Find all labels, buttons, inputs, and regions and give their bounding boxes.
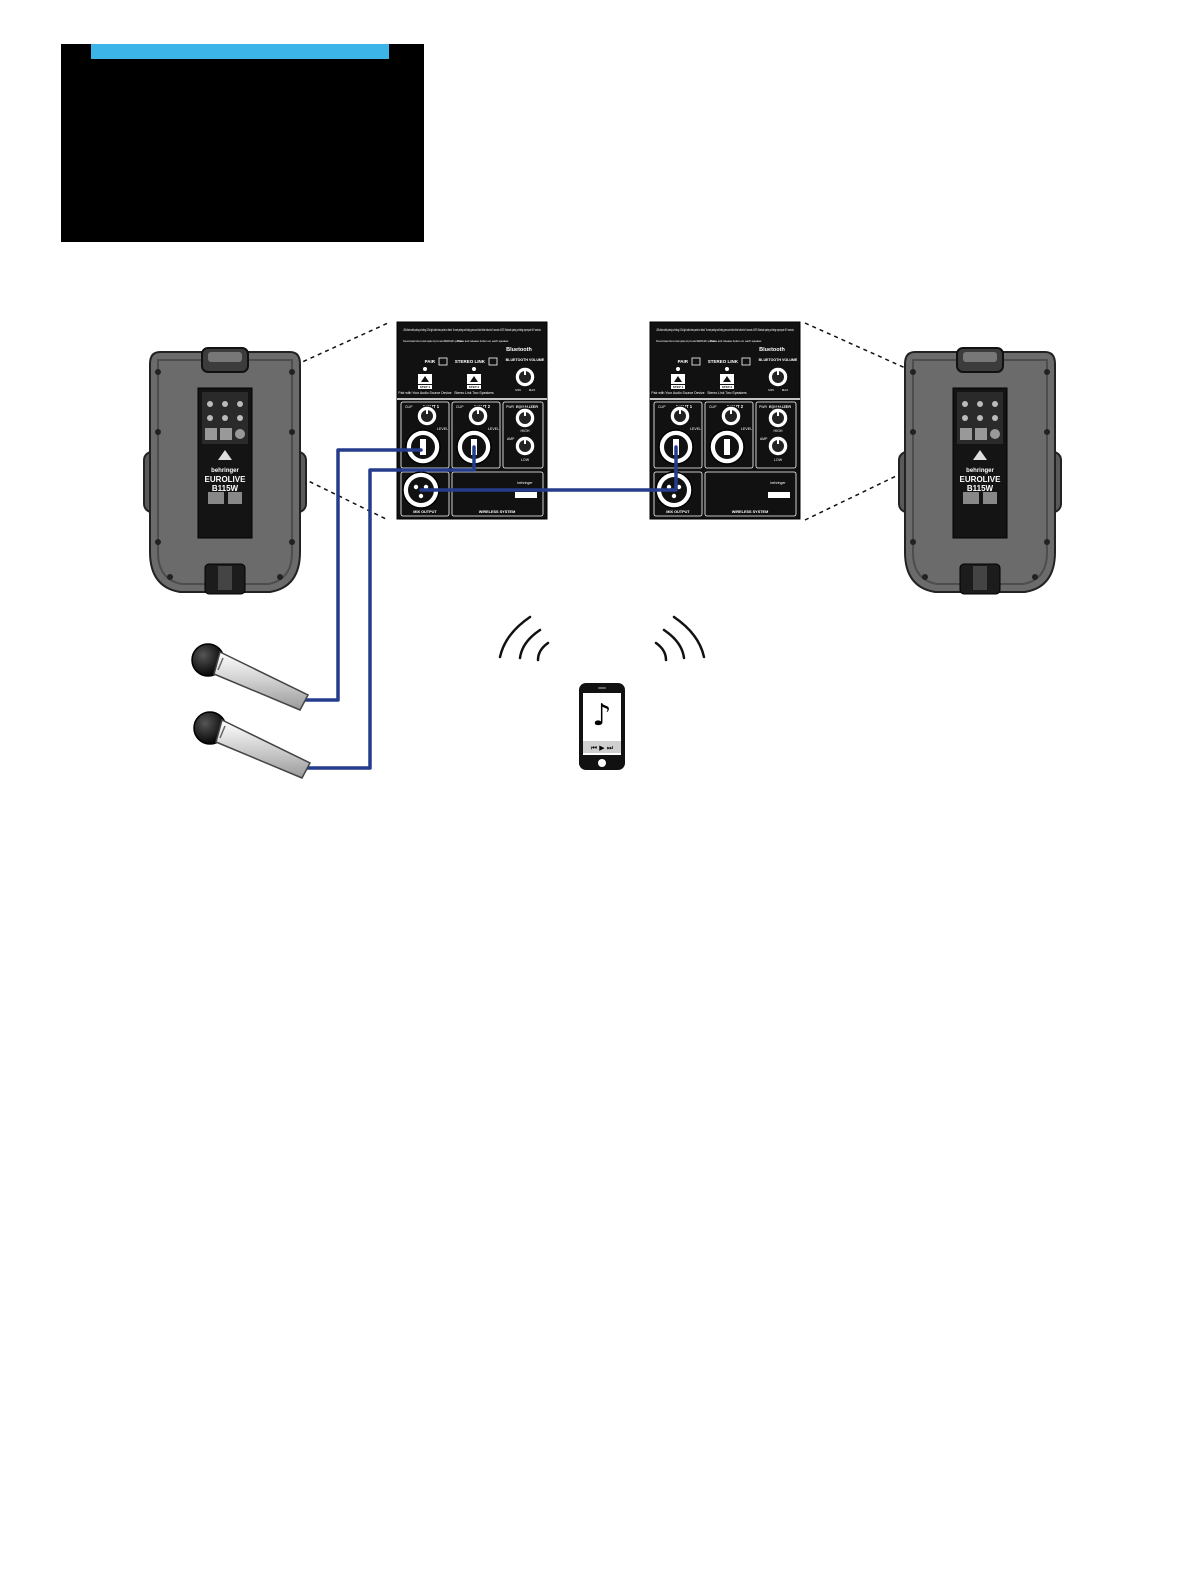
input2-level: LEVEL	[741, 427, 752, 431]
stereo-link-label: STEREO LINK	[455, 359, 486, 364]
input2-clip: CLIP	[709, 405, 717, 409]
panel-brand: behringer	[517, 481, 533, 485]
smartphone: ♪ ⏮ ▶ ⏭	[579, 683, 625, 770]
input1-clip: CLIP	[658, 405, 666, 409]
link-note: Stereo Link Two Speakers	[707, 391, 747, 395]
stereo-link-label: STEREO LINK	[708, 359, 739, 364]
cables	[288, 445, 678, 770]
pair-note: Pair with Your Audio Source Device	[398, 391, 451, 395]
wireless-system-label: WIRELESS SYSTEM	[479, 510, 516, 514]
step2-label: STEP 2	[469, 385, 480, 389]
pwr-label: PWR	[506, 405, 514, 409]
bluetooth-logo: Bluetooth	[506, 347, 532, 353]
speaker-right-model-line: EUROLIVE	[960, 475, 1002, 484]
wireless-waves-left	[498, 615, 550, 662]
microphone-2	[193, 711, 311, 779]
equalizer-label: EQUALIZER	[516, 405, 538, 409]
input1-level: LEVEL	[437, 427, 448, 431]
speaker-left-model: B115W	[212, 484, 239, 493]
bt-volume-label: BLUETOOTH VOLUME	[506, 358, 545, 362]
speaker-right-brand: behringer	[966, 468, 994, 474]
input2-level: LEVEL	[488, 427, 499, 431]
mix-output-label: MIX OUTPUT	[413, 510, 437, 514]
pair-help: Press and release button on master speak…	[403, 339, 463, 343]
home-button-icon	[598, 759, 606, 767]
eq-high: HIGH	[521, 429, 530, 433]
step2-label: STEP 2	[722, 385, 733, 389]
wireless-system-label: WIRELESS SYSTEM	[732, 510, 769, 514]
pair-label: PAIR	[425, 359, 436, 364]
link-note: Stereo Link Two Speakers	[454, 391, 494, 395]
step1-label: STEP 1	[673, 385, 684, 389]
cable-mic1-input1	[288, 448, 423, 702]
wireless-waves-right	[654, 615, 706, 662]
control-panel-left: LEDs flash while pairing or linking; LED…	[396, 321, 548, 520]
pair-note: Pair with Your Audio Source Device	[651, 391, 704, 395]
eq-low: LOW	[521, 458, 530, 462]
cable-mic2-input2	[290, 445, 476, 770]
pair-label: PAIR	[678, 359, 689, 364]
min-label: MIN	[768, 388, 774, 392]
amp-label: AMP	[760, 437, 768, 441]
max-label: MAX	[782, 388, 789, 392]
speaker-right: behringer EUROLIVE B115W	[898, 347, 1062, 595]
eq-low: LOW	[774, 458, 783, 462]
speaker-left-model-line: EUROLIVE	[205, 475, 247, 484]
link-help: Press and release button on each speaker…	[457, 339, 509, 343]
title-block	[61, 44, 424, 242]
bluetooth-logo: Bluetooth	[759, 347, 785, 353]
mix-output-label: MIX OUTPUT	[666, 510, 690, 514]
pwr-label: PWR	[759, 405, 767, 409]
speaker-left-brand: behringer	[211, 468, 239, 474]
music-note-icon: ♪	[592, 698, 611, 733]
cable-mix-link	[419, 445, 678, 492]
speaker-left: behringer EUROLIVE B115W	[143, 347, 307, 595]
panel-notice: LEDs flash while pairing or linking; LED…	[403, 328, 541, 332]
bt-volume-label: BLUETOOTH VOLUME	[759, 358, 798, 362]
microphone-1	[191, 643, 309, 711]
step1-label: STEP 1	[420, 385, 431, 389]
min-label: MIN	[515, 388, 521, 392]
playback-controls-icon: ⏮ ▶ ⏭	[591, 744, 614, 752]
max-label: MAX	[529, 388, 536, 392]
eq-high: HIGH	[774, 429, 783, 433]
title-accent-bar	[91, 44, 389, 59]
amp-label: AMP	[507, 437, 515, 441]
link-help: Press and release button on each speaker…	[710, 339, 762, 343]
pair-help: Press and release button on master speak…	[656, 339, 716, 343]
speaker-right-model: B115W	[967, 484, 994, 493]
input2-clip: CLIP	[456, 405, 464, 409]
panel-brand: behringer	[770, 481, 786, 485]
input1-clip: CLIP	[405, 405, 413, 409]
equalizer-label: EQUALIZER	[769, 405, 791, 409]
panel-notice: LEDs flash while pairing or linking; LED…	[656, 328, 794, 332]
input1-level: LEVEL	[690, 427, 701, 431]
